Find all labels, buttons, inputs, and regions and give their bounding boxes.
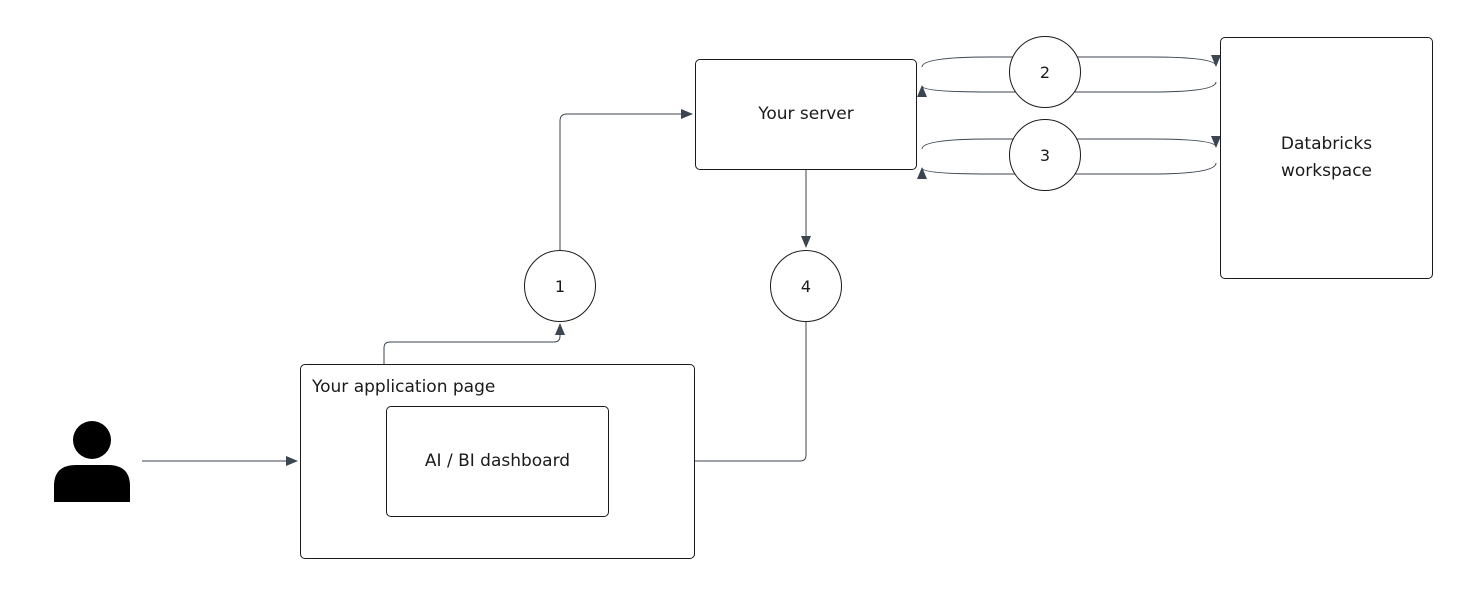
arrow-step-1-to-server: [559, 109, 693, 250]
server-node: Your server: [695, 59, 917, 170]
step-3-circle: 3: [1009, 119, 1081, 191]
step-4-circle: 4: [770, 250, 842, 322]
server-label: Your server: [758, 104, 854, 124]
application-page-node: Your application page: [300, 364, 695, 559]
dashboard-node: AI / BI dashboard: [386, 406, 609, 517]
workspace-label: Databricks workspace: [1280, 134, 1373, 181]
dashboard-label: AI / BI dashboard: [424, 451, 571, 471]
step-1-circle: 1: [524, 250, 596, 322]
arrow-step-4-to-dashboard: [611, 322, 807, 466]
arrow-app-page-to-step-1: [383, 323, 565, 364]
databricks-workspace-node: Databricks workspace: [1220, 37, 1433, 279]
application-page-label: Your application page: [312, 377, 496, 397]
user-icon: [54, 421, 130, 502]
step-2-circle: 2: [1009, 36, 1081, 108]
